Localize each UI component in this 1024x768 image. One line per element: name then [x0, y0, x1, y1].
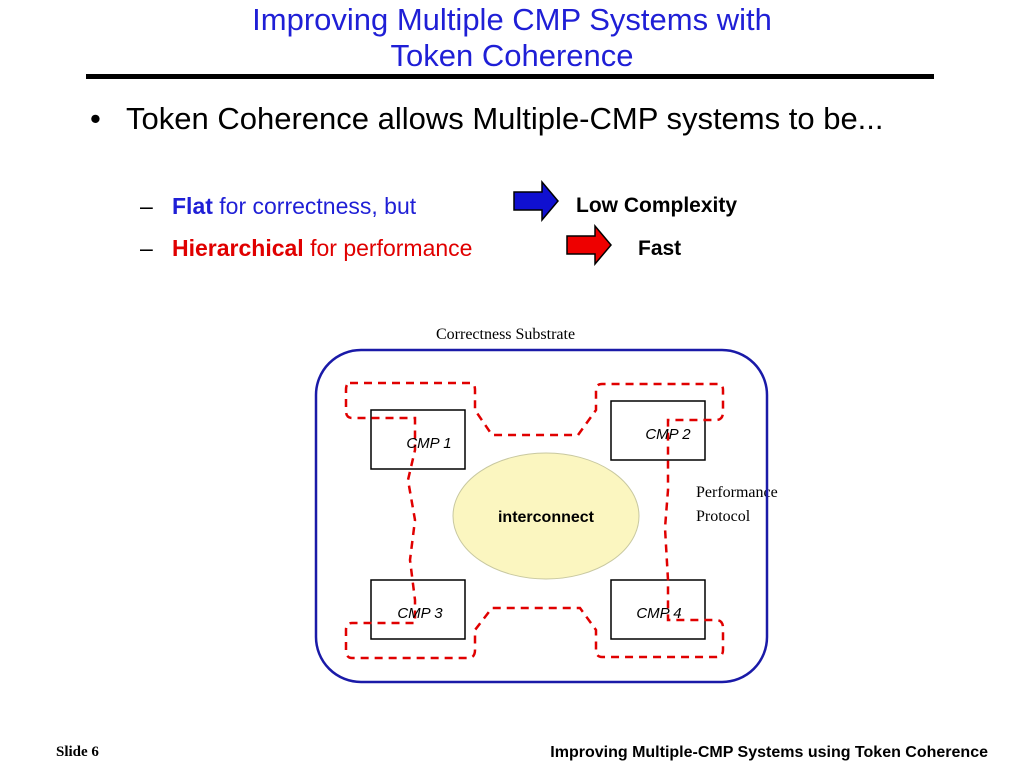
cmp-3-box [370, 579, 466, 640]
slide-title: Improving Multiple CMP Systems with Toke… [0, 2, 1024, 74]
cmp-1-box [370, 409, 466, 470]
blue-arrow-icon [513, 180, 559, 222]
cmp-1-label: CMP 1 [406, 435, 451, 452]
fast-label: Fast [638, 237, 682, 260]
flat-keyword: Flat [172, 193, 213, 219]
bullet-text: Token Coherence allows Multiple-CMP syst… [126, 101, 884, 136]
interconnect-ellipse [452, 452, 640, 580]
performance-protocol-paths [344, 381, 725, 660]
interconnect-label: interconnect [498, 509, 595, 526]
title-line-2: Token Coherence [390, 38, 634, 73]
cmp-4-box [610, 579, 706, 640]
low-complexity-label: Low Complexity [576, 194, 738, 217]
sub-bullet-hierarchical: –Hierarchical for performance [140, 234, 472, 262]
cmp-2-label: CMP 2 [645, 426, 691, 443]
title-underline [86, 74, 934, 79]
sub-bullet-dash: – [140, 235, 153, 261]
slide-number: Slide 6 [56, 744, 99, 760]
red-arrow-icon [566, 224, 612, 266]
footer-deck-title: Improving Multiple-CMP Systems using Tok… [550, 744, 988, 761]
sub-bullet-dash: – [140, 193, 153, 219]
bullet-dot: • [90, 101, 101, 136]
cmp-4-label: CMP 4 [636, 605, 681, 622]
correctness-substrate-label: Correctness Substrate [436, 326, 576, 343]
performance-protocol-line-1: Performance [696, 484, 778, 501]
correctness-substrate-box [314, 348, 769, 684]
title-line-1: Improving Multiple CMP Systems with [252, 2, 772, 37]
flat-rest-text: for correctness, but [212, 193, 417, 219]
performance-protocol-label: Performance Protocol [696, 481, 778, 529]
hierarchical-rest-text: for performance [303, 235, 473, 261]
cmp-2-box [610, 400, 706, 461]
cmp-3-label: CMP 3 [397, 605, 443, 622]
sub-bullet-flat: –Flat for correctness, but [140, 192, 416, 220]
performance-protocol-line-2: Protocol [696, 508, 751, 525]
hierarchical-keyword: Hierarchical [172, 235, 304, 261]
